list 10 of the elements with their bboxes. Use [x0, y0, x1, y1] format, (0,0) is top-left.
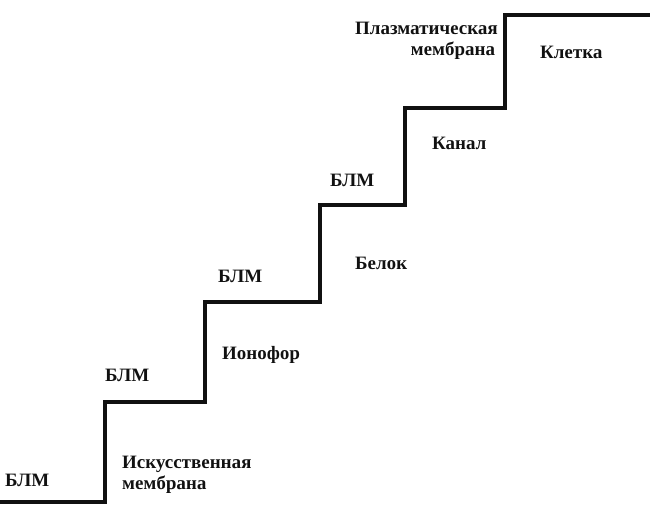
step-label: БЛМ — [105, 365, 150, 386]
step-label: Белок — [355, 253, 408, 274]
step-label: БЛМ — [330, 170, 376, 191]
step-label: БЛМ — [5, 470, 50, 491]
step-label: Плазматическая мембрана — [355, 18, 495, 60]
step-label: БЛМ — [218, 266, 264, 287]
step-label: Клетка — [540, 42, 604, 63]
step-label: Искусственная мембрана — [122, 452, 252, 494]
step-label: Канал — [432, 133, 488, 154]
step-label: Ионофор — [222, 343, 301, 364]
